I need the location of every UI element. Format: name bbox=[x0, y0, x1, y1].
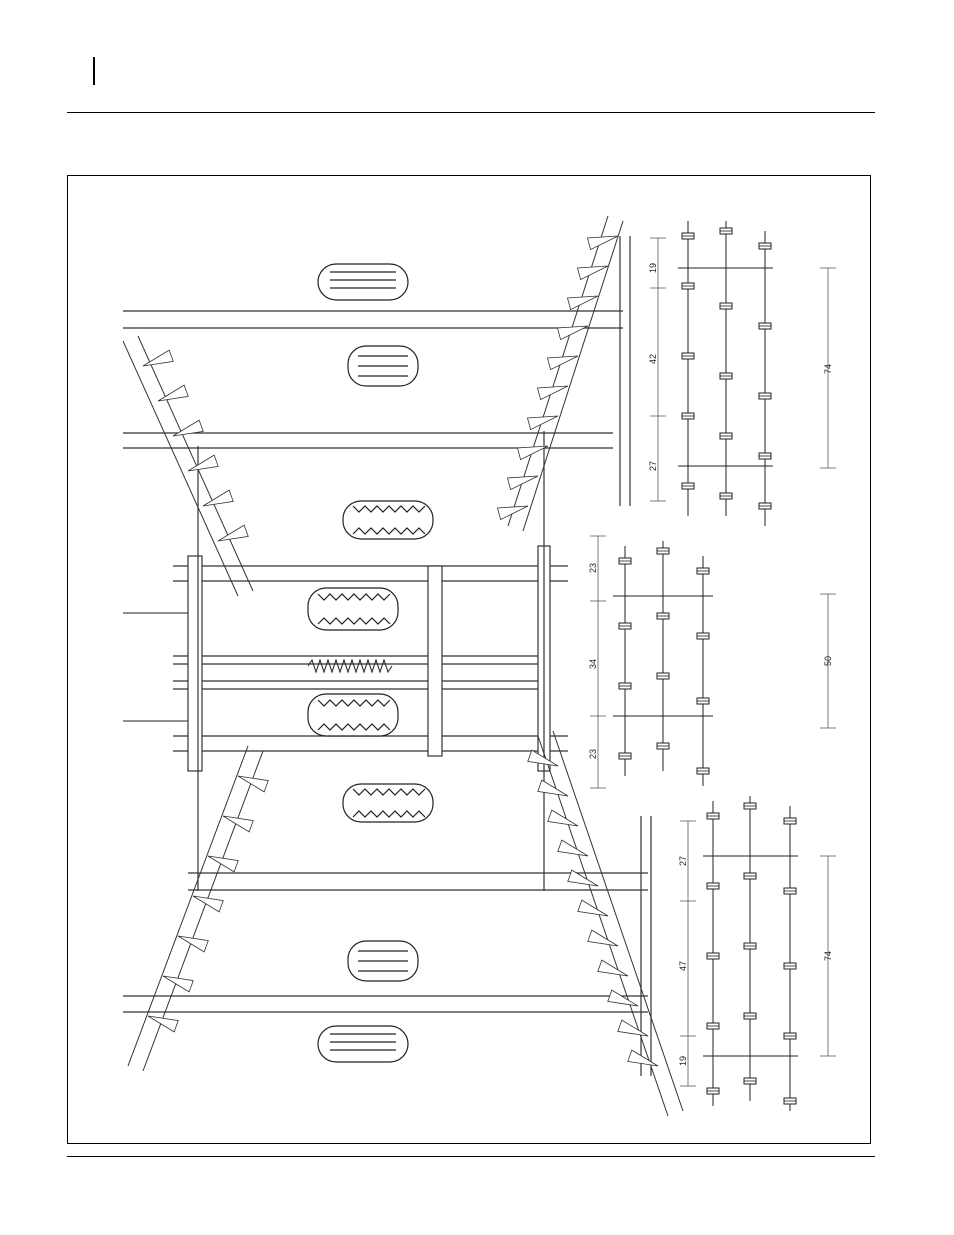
dim-center-b: 34 bbox=[588, 659, 598, 669]
dim-right-upper-c: 27 bbox=[648, 461, 658, 471]
disc-gang-upper bbox=[497, 216, 623, 531]
wheel-right-outer bbox=[318, 264, 408, 300]
figure-frame: 19 42 27 74 23 34 23 50 27 47 19 74 bbox=[67, 175, 871, 1144]
header-marker bbox=[93, 57, 95, 85]
dim-center-c: 23 bbox=[588, 749, 598, 759]
dim-left-a: 27 bbox=[678, 856, 688, 866]
dim-left-total: 74 bbox=[823, 951, 833, 961]
wheel-center-2 bbox=[308, 588, 398, 630]
harrow-section-center bbox=[613, 541, 713, 786]
dim-center-a: 23 bbox=[588, 563, 598, 573]
harrow-section-right bbox=[678, 221, 773, 526]
dim-right-upper-a: 19 bbox=[648, 263, 658, 273]
header-rule bbox=[67, 112, 875, 113]
dim-left-c: 19 bbox=[678, 1056, 688, 1066]
disc-gang-lower bbox=[528, 731, 683, 1116]
wheel-center-4 bbox=[343, 784, 433, 822]
wheel-left-outer bbox=[318, 1026, 408, 1062]
dim-right-upper-b: 42 bbox=[648, 354, 658, 364]
machine-drawing: 19 42 27 74 23 34 23 50 27 47 19 74 bbox=[68, 176, 871, 1144]
wheel-center-3 bbox=[308, 694, 398, 736]
dim-center-total: 50 bbox=[823, 656, 833, 666]
harrow-section-left bbox=[703, 796, 798, 1111]
wheel-left-inner bbox=[348, 941, 418, 981]
footer-rule bbox=[67, 1156, 875, 1157]
wheel-center-1 bbox=[343, 501, 433, 539]
dim-right-total: 74 bbox=[823, 364, 833, 374]
wheel-right-inner bbox=[348, 346, 418, 386]
dim-left-b: 47 bbox=[678, 961, 688, 971]
